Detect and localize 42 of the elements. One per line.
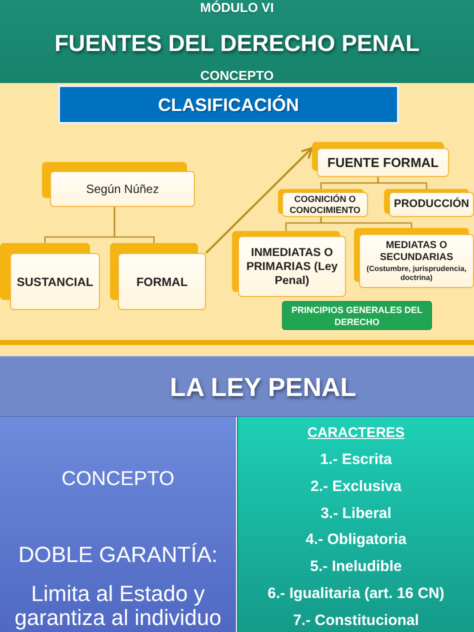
module-label: MÓDULO VI bbox=[200, 0, 274, 15]
stacked-card bbox=[42, 162, 195, 207]
heading-bar bbox=[58, 85, 399, 124]
info-panel bbox=[0, 417, 236, 632]
list-item: 1.- Escrita bbox=[320, 451, 392, 469]
stacked-card bbox=[354, 228, 474, 288]
category-label: SUSTANCIAL bbox=[16, 274, 94, 288]
section-band bbox=[0, 356, 474, 417]
arrow bbox=[205, 147, 313, 254]
stacked-card bbox=[232, 231, 346, 297]
stacked-card bbox=[278, 189, 368, 217]
list-item: 3.- Liberal bbox=[320, 504, 392, 523]
principle-label: PRINCIPIOS GENERALES DEL DERECHO bbox=[290, 304, 424, 328]
section-heading: CLASIFICACIÓN bbox=[158, 94, 299, 116]
highlight-card bbox=[282, 301, 432, 330]
connector-line bbox=[320, 217, 412, 228]
stacked-card bbox=[384, 189, 474, 217]
list-item: 2.- Exclusiva bbox=[310, 478, 402, 496]
list-panel bbox=[237, 417, 474, 632]
description-text: Limita al Estado y garantiza al individuo bbox=[14, 582, 222, 630]
list-heading: CARACTERES bbox=[307, 423, 405, 441]
subtitle-label: CONCEPTO bbox=[200, 68, 274, 84]
stacked-card bbox=[110, 243, 206, 310]
concept-text: CONCEPTO bbox=[62, 468, 174, 490]
category-label: Según Núñez bbox=[86, 182, 159, 196]
category-label: FORMAL bbox=[136, 274, 188, 288]
connector-line bbox=[377, 177, 428, 189]
list-item: 5.- Ineludible bbox=[310, 558, 402, 576]
category-label: PRODUCCIÓN bbox=[394, 198, 470, 211]
list-item: 4.- Obligatoria bbox=[306, 531, 406, 550]
list-item: 7.- Constitucional bbox=[293, 612, 419, 630]
stacked-card bbox=[0, 243, 100, 310]
stacked-card bbox=[312, 142, 449, 177]
title: FUENTES DEL DERECHO PENAL bbox=[54, 29, 420, 57]
list-item: 6.- Igualitaria (art. 16 CN) bbox=[268, 584, 444, 603]
heading-text: DOBLE GARANTÍA: bbox=[18, 543, 218, 567]
category-label: FUENTE FORMAL bbox=[327, 155, 439, 170]
category-label: MEDIATAS O SECUNDARIAS bbox=[378, 240, 454, 264]
section-heading: LA LEY PENAL bbox=[170, 372, 356, 402]
connector-line bbox=[114, 207, 155, 243]
category-label: INMEDIATAS O PRIMARIAS (Ley Penal) bbox=[245, 246, 339, 288]
category-label: COGNICIÓN O CONOCIMIENTO bbox=[288, 194, 362, 215]
